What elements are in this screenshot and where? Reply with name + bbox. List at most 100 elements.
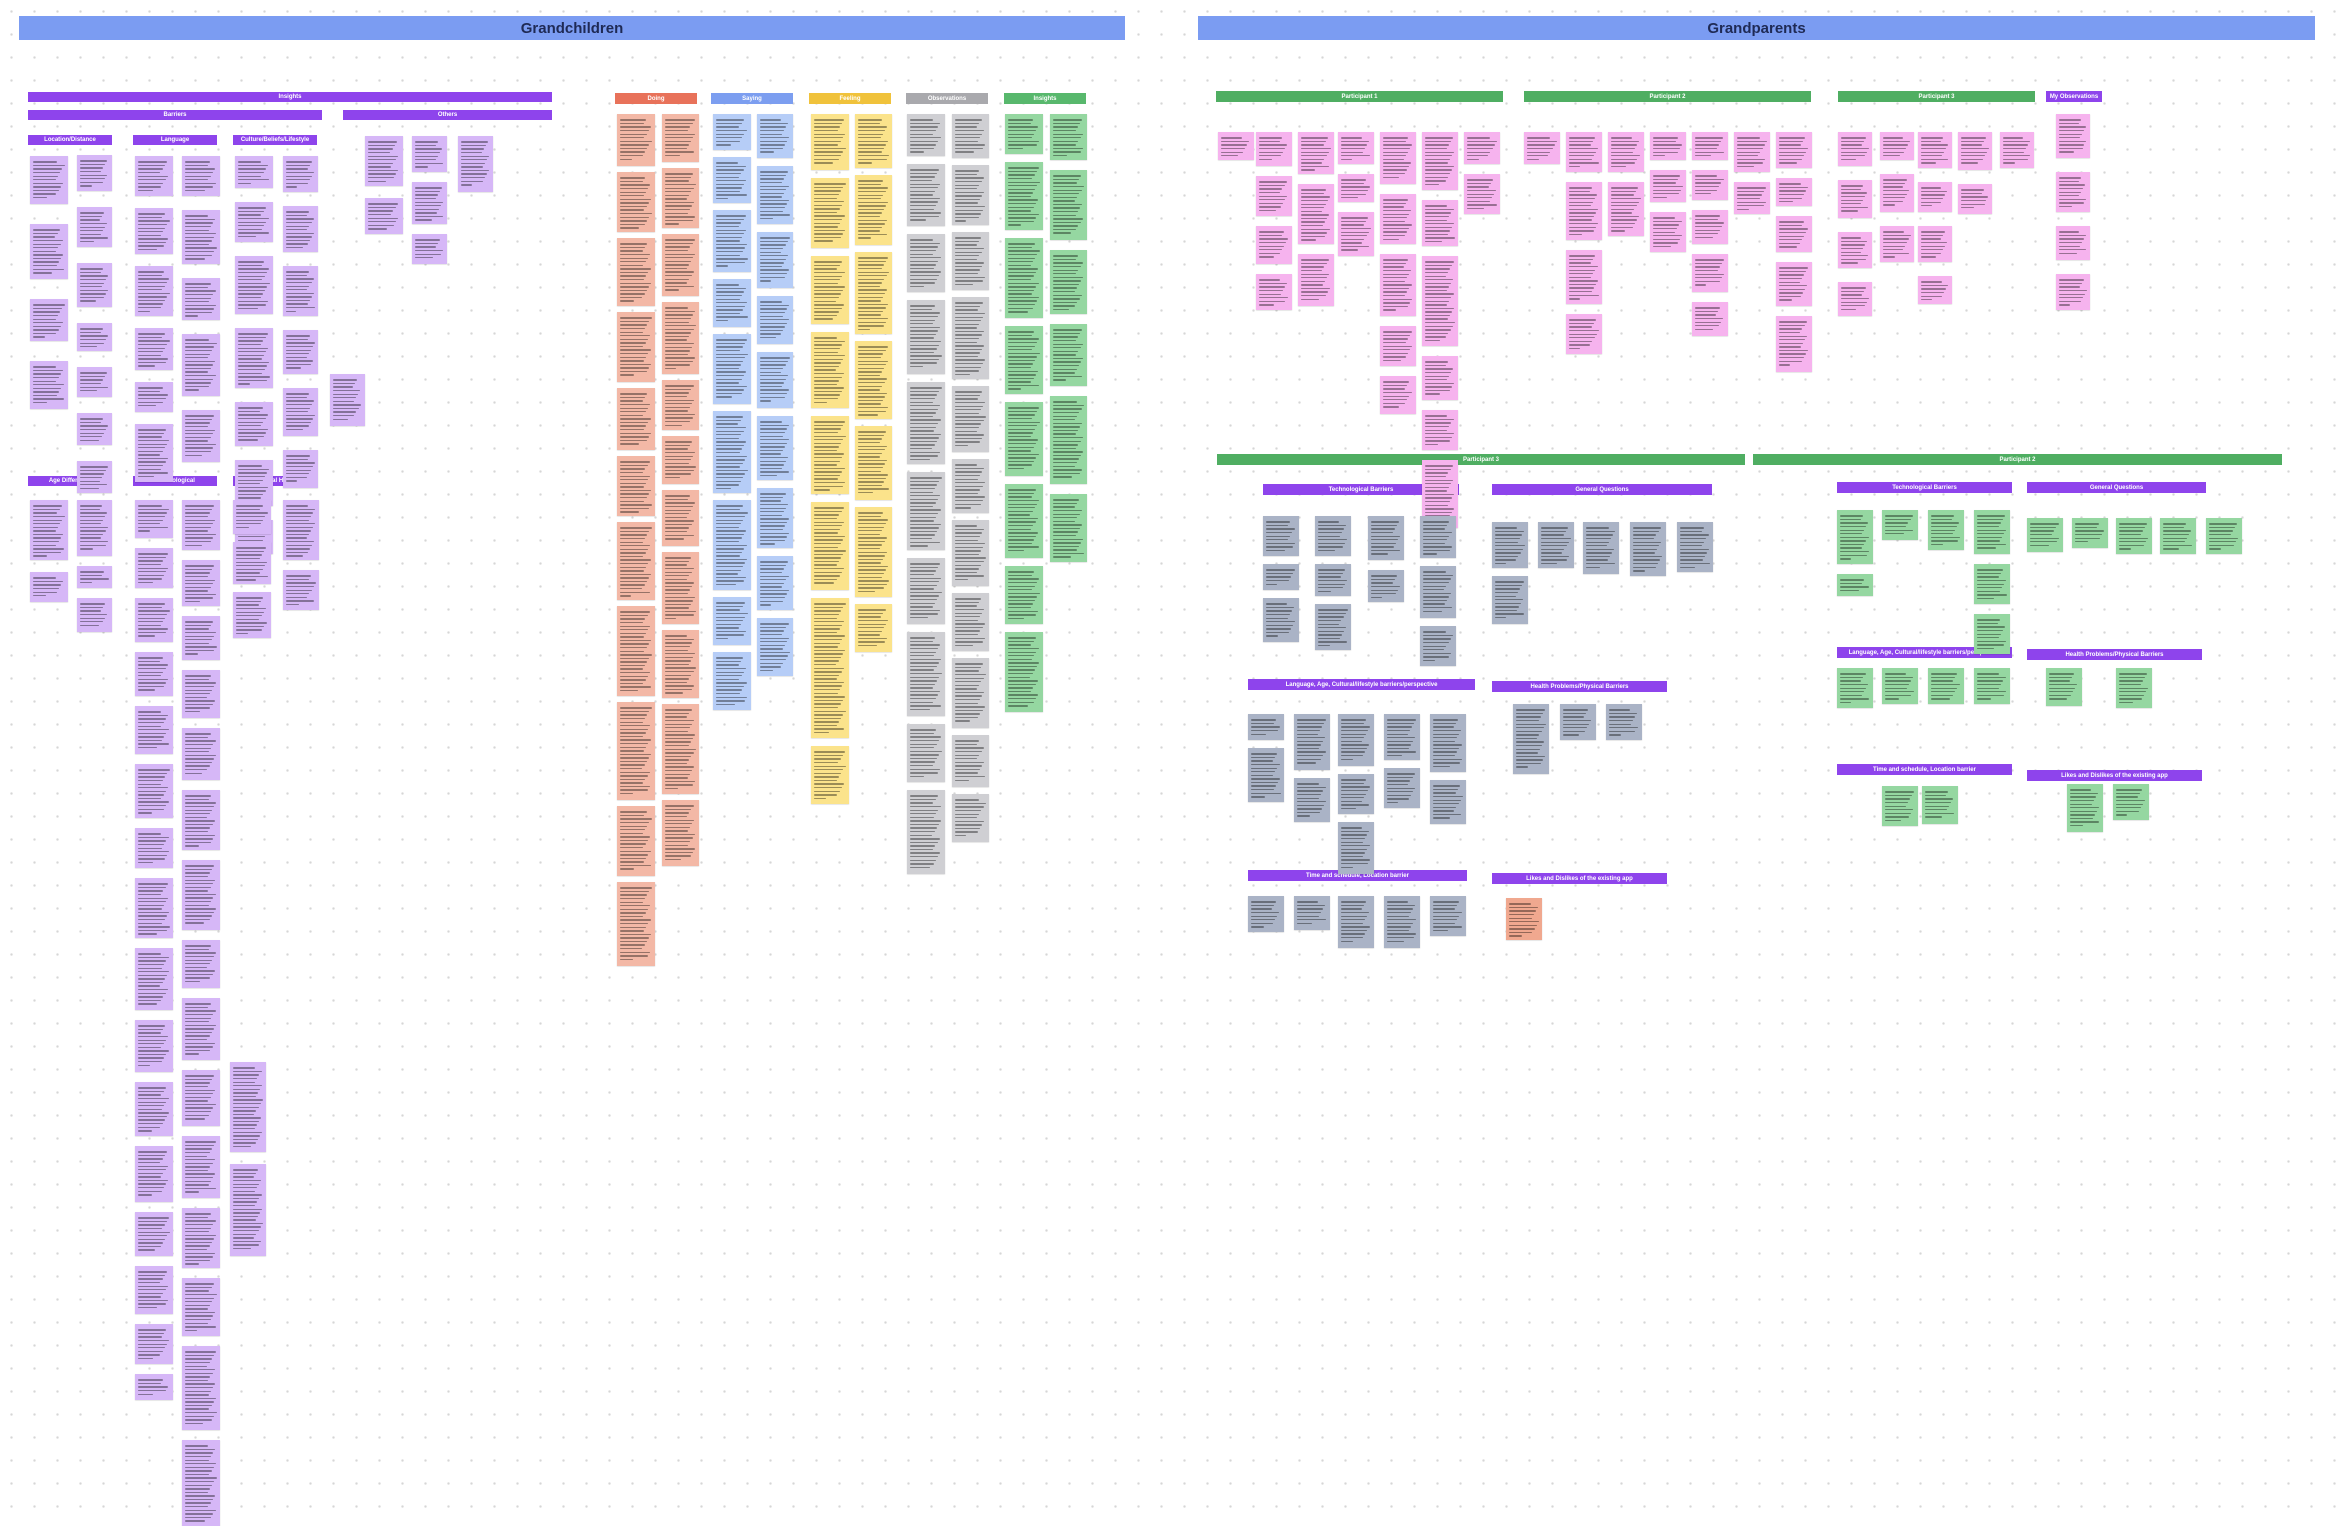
sticky-note[interactable] [1918,182,1952,212]
sticky-note[interactable] [1384,768,1420,808]
sticky-note[interactable] [1838,132,1872,166]
sticky-note[interactable] [662,800,699,866]
sticky-note[interactable] [135,1212,173,1256]
sticky-note[interactable] [1776,316,1812,372]
sticky-note[interactable] [1420,516,1456,558]
sticky-note[interactable] [662,552,699,624]
sticky-note[interactable] [713,652,751,710]
sticky-note[interactable] [907,558,945,624]
sticky-note[interactable] [233,500,271,534]
sticky-note[interactable] [1422,256,1458,346]
sticky-note[interactable] [1338,896,1374,948]
sticky-note[interactable] [1298,254,1334,306]
sticky-note[interactable] [2056,226,2090,260]
sticky-note[interactable] [1005,238,1043,318]
sticky-note[interactable] [952,735,989,787]
sticky-note[interactable] [1218,132,1254,160]
sticky-note[interactable] [1338,714,1374,766]
sticky-note[interactable] [2067,784,2103,832]
sticky-note[interactable] [77,155,112,191]
sticky-note[interactable] [952,658,989,728]
sticky-note[interactable] [1050,170,1087,240]
sticky-note[interactable] [1974,564,2010,604]
sticky-note[interactable] [617,882,655,966]
sticky-note[interactable] [1298,184,1334,244]
sticky-note[interactable] [907,472,945,550]
sticky-note[interactable] [182,210,220,264]
sticky-note[interactable] [412,136,447,172]
sticky-note[interactable] [235,202,273,242]
sticky-note[interactable] [662,490,699,546]
sticky-note[interactable] [235,328,273,388]
sticky-note[interactable] [1692,302,1728,336]
sticky-note[interactable] [30,299,68,341]
sticky-note[interactable] [135,156,173,196]
sticky-note[interactable] [1005,484,1043,558]
sticky-note[interactable] [1880,174,1914,212]
sticky-note[interactable] [1650,132,1686,160]
sticky-note[interactable] [135,598,173,642]
sticky-note[interactable] [1606,704,1642,740]
sticky-note[interactable] [811,256,849,324]
sticky-note[interactable] [1263,516,1299,556]
sticky-note[interactable] [811,178,849,248]
sticky-note[interactable] [1338,174,1374,202]
sticky-note[interactable] [77,367,112,397]
sticky-note[interactable] [952,297,989,379]
sticky-note[interactable] [135,764,173,818]
sticky-note[interactable] [1005,326,1043,394]
sticky-note[interactable] [230,1062,266,1152]
sticky-note[interactable] [1776,262,1812,306]
sticky-note[interactable] [1248,748,1284,802]
sticky-note[interactable] [365,136,403,186]
sticky-note[interactable] [135,1266,173,1314]
sticky-note[interactable] [1838,180,1872,218]
sticky-note[interactable] [1315,516,1351,556]
sticky-note[interactable] [182,998,220,1060]
sticky-note[interactable] [182,278,220,320]
sticky-note[interactable] [1566,250,1602,304]
sticky-note[interactable] [1692,132,1728,160]
sticky-note[interactable] [235,460,273,506]
sticky-note[interactable] [855,175,892,245]
sticky-note[interactable] [1380,132,1416,184]
sticky-note[interactable] [617,702,655,800]
sticky-note[interactable] [1837,510,1873,564]
sticky-note[interactable] [1338,212,1374,256]
sticky-note[interactable] [1974,510,2010,554]
sticky-note[interactable] [757,114,793,158]
sticky-note[interactable] [952,114,989,158]
sticky-note[interactable] [412,234,447,264]
sticky-note[interactable] [811,502,849,590]
sticky-note[interactable] [1422,410,1458,450]
sticky-note[interactable] [1430,714,1466,772]
sticky-note[interactable] [182,560,220,606]
sticky-note[interactable] [1256,176,1292,216]
sticky-note[interactable] [1422,132,1458,190]
sticky-note[interactable] [135,424,173,482]
sticky-note[interactable] [757,488,793,548]
sticky-note[interactable] [1918,276,1952,304]
sticky-note[interactable] [1918,132,1952,168]
sticky-note[interactable] [1566,314,1602,354]
sticky-note[interactable] [1513,704,1549,774]
sticky-note[interactable] [1380,376,1416,414]
sticky-note[interactable] [907,382,945,464]
sticky-note[interactable] [135,1146,173,1202]
sticky-note[interactable] [30,572,68,602]
sticky-note[interactable] [662,114,699,162]
sticky-note[interactable] [1566,182,1602,240]
sticky-note[interactable] [235,402,273,446]
sticky-note[interactable] [135,266,173,316]
sticky-note[interactable] [855,252,892,334]
sticky-note[interactable] [1005,114,1043,154]
sticky-note[interactable] [182,334,220,396]
sticky-note[interactable] [2046,668,2082,706]
sticky-note[interactable] [2113,784,2149,820]
sticky-note[interactable] [182,1346,220,1430]
sticky-note[interactable] [182,1070,220,1126]
sticky-note[interactable] [662,704,699,794]
sticky-note[interactable] [135,548,173,588]
sticky-note[interactable] [713,210,751,272]
